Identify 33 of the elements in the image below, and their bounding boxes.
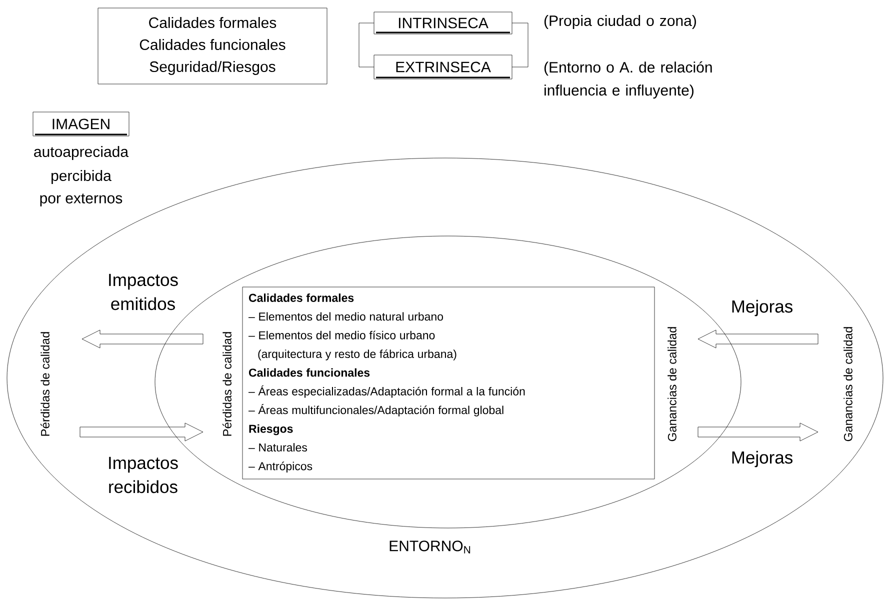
side-label: Pérdidas de calidad — [40, 332, 50, 436]
side-label: Ganancias de calidad — [844, 327, 852, 442]
text-line: Calidades funcionales — [140, 39, 286, 50]
flow-label: Impactos emitidos — [109, 274, 178, 310]
text-line: Seguridad/Riesgos — [150, 61, 276, 75]
label-box: INTRINSECA — [374, 12, 512, 34]
list-item: – Antrópicos — [248, 462, 312, 472]
label-box: IMAGEN — [32, 112, 130, 136]
heading: Riesgos — [249, 424, 293, 436]
list-item: – Áreas especializadas/Adaptación formal a la función — [248, 385, 525, 398]
region-label: ENTORNO$_{N}$ — [390, 540, 470, 554]
list-item: – Elementos del medio físico urbano (arquitectura y resto de fábrica urbana) — [248, 330, 456, 360]
heading: Calidades formales — [248, 294, 354, 302]
text-box — [98, 8, 328, 84]
node-label: autoapreciada — [34, 146, 129, 160]
flow-label: Mejoras — [732, 450, 792, 468]
bracket-line — [512, 22, 528, 68]
flow-label: Mejoras — [732, 300, 792, 316]
node-label: percibida — [52, 170, 112, 184]
heading: Calidades funcionales — [248, 368, 370, 377]
list-item: – Áreas multifuncionales/Adaptación formal global — [248, 404, 504, 416]
label-box: EXTRINSECA — [374, 54, 512, 80]
list-item: – Elementos del medio natural urbano — [248, 312, 444, 321]
node-label: (Propia ciudad o zona) — [544, 15, 696, 29]
flow-label: Impactos recibidos — [109, 456, 178, 494]
content-box — [242, 286, 655, 480]
text-line: Calidades formales — [149, 17, 276, 28]
side-label: Ganancias de calidad — [668, 327, 676, 442]
side-label: Pérdidas de calidad — [222, 332, 232, 436]
bracket-line — [358, 22, 374, 68]
list-item: – Naturales — [248, 443, 307, 452]
node-label: por externos — [40, 194, 122, 206]
node-label: (Entorno o A. de relación influencia e influyente) — [544, 61, 712, 99]
